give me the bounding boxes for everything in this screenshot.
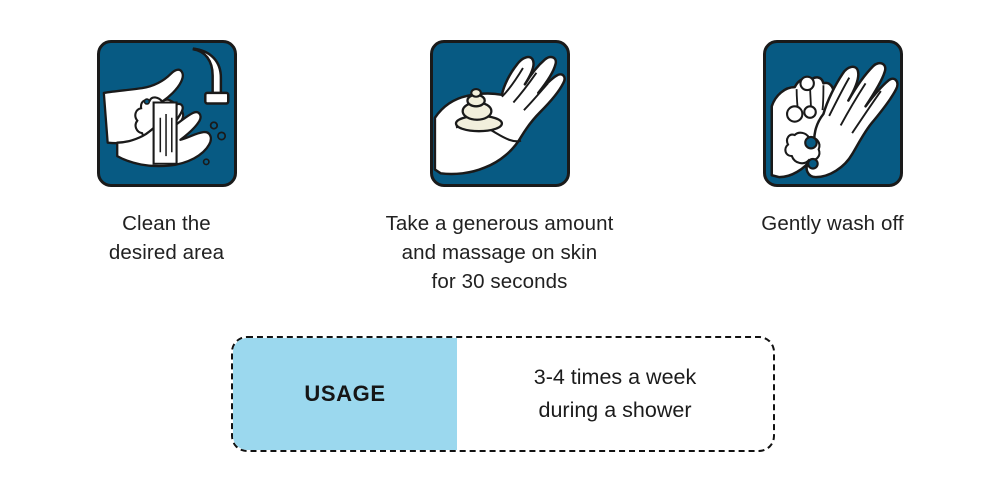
hands-lathering-icon (769, 61, 899, 179)
palm-with-cream-dollop-icon (433, 55, 566, 176)
step-2-icon-tile (429, 40, 570, 187)
steps-row: Clean the desired area Take a generous a… (0, 40, 1000, 296)
step-3-icon-tile (762, 40, 903, 187)
step-take-a-generous-amount: Take a generous amount and massage on sk… (333, 40, 666, 296)
step-gently-wash-off: Gently wash off (666, 40, 999, 238)
step-clean-the-desired-area: Clean the desired area (0, 40, 333, 267)
usage-value-text: 3-4 times a week during a shower (533, 364, 697, 422)
step-3-caption: Gently wash off (761, 212, 904, 235)
usage-box: USAGE 3-4 times a week during a shower (231, 336, 775, 452)
usage-label-panel: USAGE (233, 338, 457, 450)
usage-value-panel: 3-4 times a week during a shower (457, 338, 773, 450)
step-1-caption: Clean the desired area (108, 212, 225, 265)
step-2-caption: Take a generous amount and massage on sk… (385, 212, 614, 294)
usage-label-text: USAGE (304, 381, 386, 406)
step-1-icon-tile (96, 40, 237, 187)
hand-under-faucet-icon (102, 47, 230, 168)
